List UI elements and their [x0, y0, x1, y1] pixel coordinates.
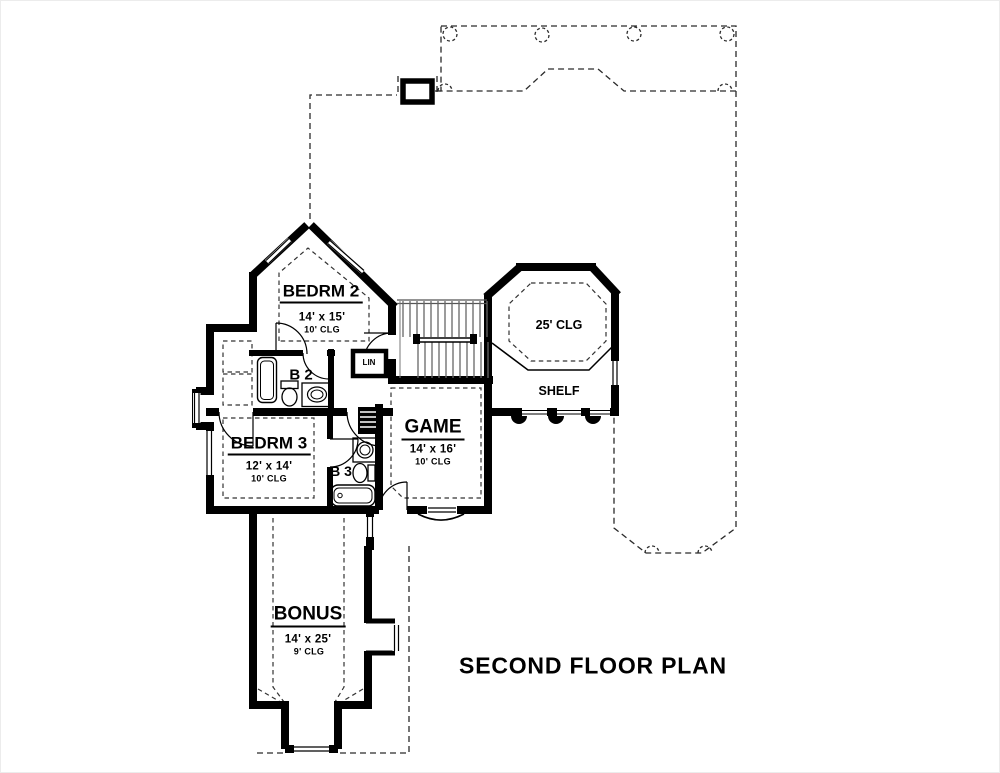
bonus-name: BONUS — [270, 605, 346, 628]
linen-label: LIN — [362, 358, 376, 367]
toilet-tank — [367, 464, 376, 482]
windows — [193, 238, 619, 753]
bathtub — [330, 484, 376, 507]
sink — [306, 386, 328, 403]
bedrm3-dims: 12' x 14' — [245, 460, 293, 473]
sink — [356, 441, 374, 459]
bath3-name: B 3 — [330, 463, 352, 479]
bonus-dims: 14' x 25' — [284, 633, 332, 646]
game-bay-window — [417, 513, 465, 521]
staircase — [399, 301, 489, 378]
bath2-name: B 2 — [289, 366, 313, 384]
stair-railing — [416, 337, 474, 343]
chimney — [400, 78, 435, 105]
bath3-fixtures — [330, 407, 378, 507]
bedrm2-ceiling: 10' CLG — [304, 324, 340, 335]
bedrm3-name: BEDRM 3 — [227, 435, 311, 456]
tower-ceiling: 25' CLG — [535, 317, 583, 332]
toilet — [352, 462, 368, 484]
bedrm2-dims: 14' x 15' — [298, 311, 346, 324]
linen-closet — [350, 348, 389, 379]
doors — [218, 322, 408, 511]
bathtub — [256, 356, 278, 404]
bonus-ceiling: 9' CLG — [293, 646, 325, 657]
game-ceiling: 10' CLG — [415, 456, 451, 467]
game-name: GAME — [401, 418, 465, 441]
game-dims: 14' x 16' — [409, 443, 457, 456]
interior-walls — [249, 349, 395, 656]
porch-columns — [511, 416, 601, 424]
bedrm2-name: BEDRM 2 — [279, 283, 363, 304]
tower-lower-edge — [491, 342, 617, 371]
bath2-fixtures — [256, 356, 333, 408]
shelf-label: SHELF — [538, 383, 580, 398]
vanity — [301, 382, 333, 408]
roof-outline — [253, 25, 737, 754]
bedrm3-ceiling: 10' CLG — [251, 473, 287, 484]
plan-title: SECOND FLOOR PLAN — [459, 652, 727, 679]
toilet — [281, 387, 298, 407]
vanity — [352, 437, 378, 463]
shelving — [358, 407, 378, 434]
